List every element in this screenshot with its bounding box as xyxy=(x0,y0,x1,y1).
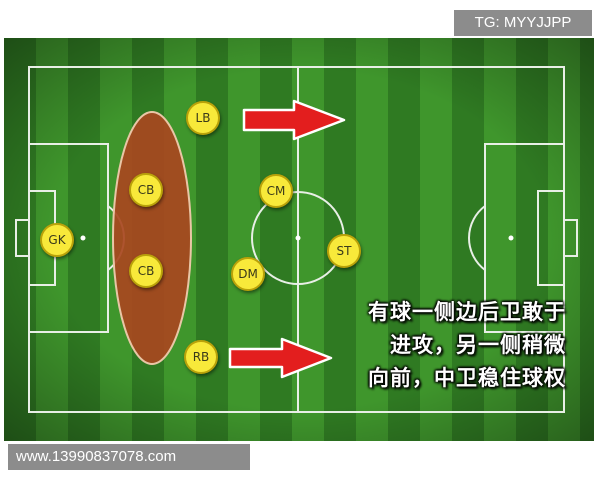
watermark-top: TG: MYYJJPP xyxy=(454,10,592,36)
caption-line-3: 向前，中卫稳住球权 xyxy=(368,366,566,390)
caption-line-2: 进攻，另一侧稍微 xyxy=(390,333,566,357)
arrow-top xyxy=(242,99,346,141)
center-back-zone xyxy=(112,111,192,365)
right-penalty-arc xyxy=(468,205,486,271)
player-st: ST xyxy=(327,234,361,268)
player-lb: LB xyxy=(186,101,220,135)
tactic-caption: 有球一侧边后卫敢于 进攻，另一侧稍微 向前，中卫稳住球权 xyxy=(316,296,566,395)
player-cb-bottom: CB xyxy=(129,254,163,288)
pitch-diagram xyxy=(4,38,594,441)
player-cb-top: CB xyxy=(129,173,163,207)
left-goal xyxy=(15,219,30,257)
player-dm: DM xyxy=(231,257,265,291)
left-penalty-spot xyxy=(80,235,86,241)
player-cm: CM xyxy=(259,174,293,208)
right-goal xyxy=(563,219,578,257)
caption-line-1: 有球一侧边后卫敢于 xyxy=(368,300,566,324)
player-rb: RB xyxy=(184,340,218,374)
center-spot xyxy=(295,235,301,241)
watermark-bottom: www.13990837078.com xyxy=(8,444,250,470)
pitch xyxy=(4,38,594,441)
player-gk: GK xyxy=(40,223,74,257)
right-penalty-spot xyxy=(508,235,514,241)
arrow-bottom xyxy=(228,337,333,379)
